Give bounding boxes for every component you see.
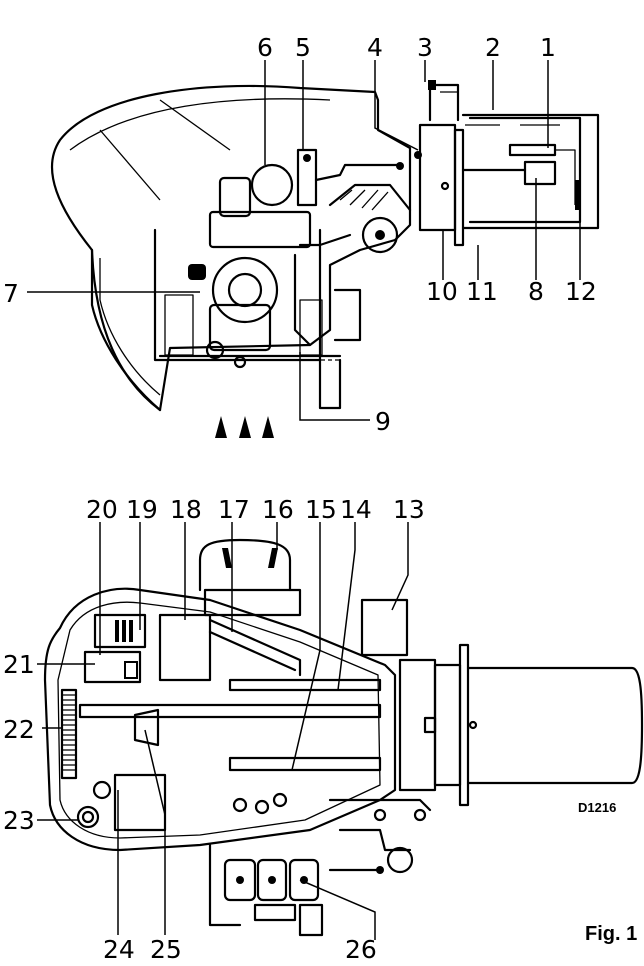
callout-2: 2 bbox=[485, 33, 501, 62]
callout-3: 3 bbox=[417, 33, 433, 62]
callout-17: 17 bbox=[218, 495, 250, 524]
callout-21: 21 bbox=[3, 650, 35, 679]
callout-7: 7 bbox=[3, 279, 19, 308]
callout-15: 15 bbox=[305, 495, 337, 524]
callout-9: 9 bbox=[375, 407, 391, 436]
callout-6: 6 bbox=[257, 33, 273, 62]
callout-5: 5 bbox=[295, 33, 311, 62]
callout-8: 8 bbox=[528, 277, 544, 306]
callout-10: 10 bbox=[426, 277, 458, 306]
callout-11: 11 bbox=[466, 277, 498, 306]
callout-18: 18 bbox=[170, 495, 202, 524]
drawing-code: D1216 bbox=[578, 800, 616, 815]
figure-caption: Fig. 1 bbox=[585, 923, 637, 945]
callout-20: 20 bbox=[86, 495, 118, 524]
burner-plan-view bbox=[43, 538, 644, 937]
callout-19: 19 bbox=[126, 495, 158, 524]
air-intake-arrow bbox=[262, 416, 274, 438]
air-intake-arrow bbox=[239, 416, 251, 438]
callout-22: 22 bbox=[3, 715, 35, 744]
leader-lines-bottom bbox=[37, 522, 409, 940]
callout-25: 25 bbox=[150, 935, 182, 964]
callout-labels: 1 2 3 4 5 6 7 8 9 10 11 12 13 14 15 16 1… bbox=[3, 33, 597, 964]
callout-16: 16 bbox=[262, 495, 294, 524]
air-intake-arrow bbox=[215, 416, 227, 438]
callout-4: 4 bbox=[367, 33, 383, 62]
callout-14: 14 bbox=[340, 495, 372, 524]
leader-lines-top bbox=[27, 60, 581, 421]
burner-side-view bbox=[50, 80, 600, 438]
callout-23: 23 bbox=[3, 806, 35, 835]
callout-13: 13 bbox=[393, 495, 425, 524]
callout-24: 24 bbox=[103, 935, 135, 964]
callout-12: 12 bbox=[565, 277, 597, 306]
callout-26: 26 bbox=[345, 935, 377, 964]
callout-1: 1 bbox=[540, 33, 556, 62]
